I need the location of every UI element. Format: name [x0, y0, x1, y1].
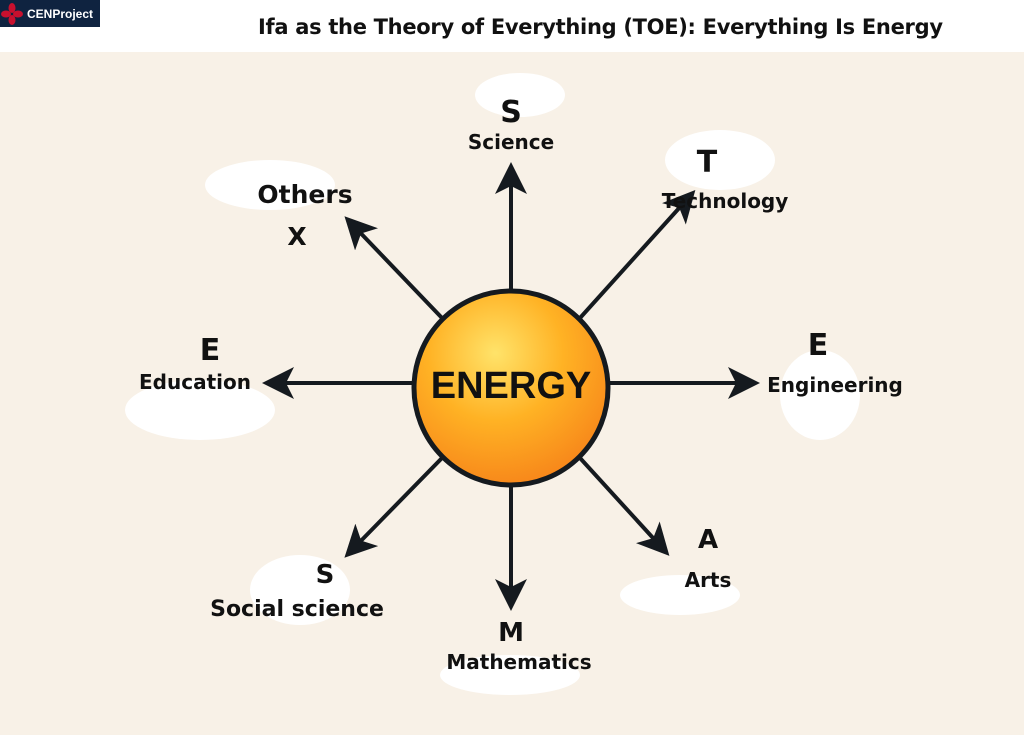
- branch-label-science: Science: [467, 130, 555, 154]
- branch-letter-social-science: S: [315, 560, 335, 590]
- branch-letter-mathematics: M: [498, 618, 524, 648]
- arrow-others: [344, 216, 444, 320]
- branch-label-education: Education: [139, 370, 251, 394]
- branch-letter-others: X: [287, 222, 307, 251]
- branch-label-arts: Arts: [684, 568, 732, 592]
- branch-letter-arts: A: [697, 525, 719, 555]
- branch-letter-science: S: [500, 95, 522, 130]
- branch-label-mathematics: Mathematics: [446, 650, 592, 674]
- branch-label-engineering: Engineering: [767, 373, 903, 397]
- branch-label-technology: Technology: [661, 189, 789, 213]
- header-bar: CENProject Ifa as the Theory of Everythi…: [0, 0, 1024, 52]
- diagram-canvas: [0, 52, 1024, 735]
- branch-letter-education: E: [199, 333, 221, 368]
- center-label: ENERGY: [430, 365, 592, 407]
- arrows: [262, 162, 760, 611]
- white-smudges: [125, 73, 860, 695]
- branch-label-others: Others: [257, 180, 353, 209]
- branch-label-social-science: Social science: [210, 597, 384, 622]
- logo: CENProject: [0, 0, 100, 27]
- arrow-social-science: [344, 456, 444, 558]
- page-title: Ifa as the Theory of Everything (TOE): E…: [258, 15, 943, 39]
- energy-circle: [411, 288, 611, 488]
- branch-letter-engineering: E: [807, 328, 829, 363]
- logo-flower-icon: [1, 2, 23, 25]
- logo-text: CENProject: [27, 6, 94, 21]
- branch-letter-technology: T: [696, 145, 718, 180]
- arrow-technology: [578, 190, 696, 320]
- diagram-graphics: [125, 73, 860, 695]
- arrow-arts: [578, 456, 670, 556]
